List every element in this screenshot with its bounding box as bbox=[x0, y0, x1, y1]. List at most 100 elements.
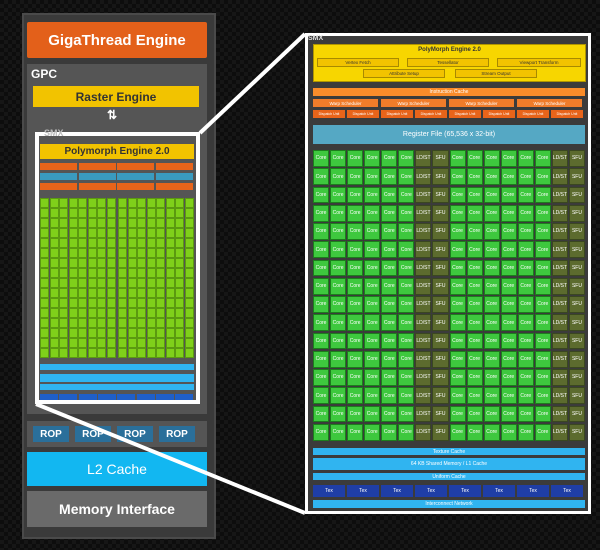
cuda-core: Core bbox=[449, 241, 466, 258]
sfu-unit: SFU bbox=[432, 296, 449, 313]
cuda-core: Core bbox=[534, 204, 551, 222]
cuda-core: Core bbox=[500, 150, 517, 167]
cuda-core: Core bbox=[483, 296, 500, 313]
cuda-core: Core bbox=[347, 223, 364, 240]
cuda-core: Core bbox=[466, 241, 483, 258]
mini-core-cell bbox=[118, 338, 127, 348]
mini-core-cell bbox=[184, 228, 194, 238]
mini-core-cell bbox=[78, 258, 87, 268]
ldst-unit: LD/ST bbox=[551, 186, 568, 204]
mini-core-cell bbox=[165, 208, 175, 218]
cuda-core: Core bbox=[483, 150, 500, 167]
ldst-unit: LD/ST bbox=[551, 387, 568, 404]
ldst-unit: LD/ST bbox=[415, 259, 432, 277]
mini-core-cell bbox=[184, 308, 194, 318]
mini-core-cell bbox=[127, 338, 137, 348]
sfu-unit: SFU bbox=[568, 168, 585, 185]
mini-core-cell bbox=[68, 328, 78, 338]
cuda-core: Core bbox=[398, 277, 415, 295]
mini-core-cell bbox=[137, 218, 146, 228]
texture-unit: Tex bbox=[347, 485, 379, 497]
cuda-core: Core bbox=[466, 296, 483, 313]
cuda-core: Core bbox=[381, 350, 398, 368]
sfu-unit: SFU bbox=[432, 387, 449, 404]
cuda-core: Core bbox=[364, 387, 381, 404]
cuda-core: Core bbox=[500, 350, 517, 368]
mini-core-cell bbox=[156, 348, 165, 358]
cuda-core: Core bbox=[500, 314, 517, 331]
mini-core-cell bbox=[97, 218, 106, 228]
mini-core-cell bbox=[156, 288, 165, 298]
ldst-unit: LD/ST bbox=[415, 204, 432, 222]
mini-core-cell bbox=[118, 318, 127, 328]
mini-core-cell bbox=[184, 198, 194, 208]
uniform-cache-block: Uniform Cache bbox=[313, 473, 585, 480]
mini-core-cell bbox=[97, 238, 106, 248]
mini-scheduler-cell bbox=[155, 173, 193, 180]
cuda-core: Core bbox=[313, 223, 330, 240]
mini-core-cell bbox=[87, 198, 97, 208]
cuda-core: Core bbox=[330, 350, 347, 368]
mini-core-cell bbox=[184, 348, 194, 358]
ldst-unit: LD/ST bbox=[415, 332, 432, 350]
sfu-unit: SFU bbox=[432, 332, 449, 350]
mini-scheduler-cell bbox=[117, 173, 154, 180]
cuda-core: Core bbox=[483, 241, 500, 258]
mini-core-cell bbox=[184, 258, 194, 268]
cuda-core: Core bbox=[347, 332, 364, 350]
ldst-unit: LD/ST bbox=[551, 423, 568, 441]
mini-core-cell bbox=[78, 328, 87, 338]
cuda-core: Core bbox=[330, 150, 347, 167]
cuda-core: Core bbox=[517, 369, 534, 386]
ldst-unit: LD/ST bbox=[415, 314, 432, 331]
cuda-core: Core bbox=[330, 314, 347, 331]
mini-core-cell bbox=[68, 318, 78, 328]
ldst-unit: LD/ST bbox=[551, 204, 568, 222]
mini-core-cell bbox=[137, 318, 146, 328]
mini-core-cell bbox=[156, 228, 165, 238]
mini-core-cell bbox=[68, 218, 78, 228]
cuda-core: Core bbox=[313, 350, 330, 368]
cuda-core: Core bbox=[534, 314, 551, 331]
cuda-core: Core bbox=[500, 223, 517, 240]
polymorph-stage: Stream Output bbox=[455, 69, 537, 78]
mini-core-cell bbox=[127, 218, 137, 228]
mini-cache-bar bbox=[40, 384, 194, 390]
cuda-core: Core bbox=[449, 296, 466, 313]
mini-core-cell bbox=[68, 278, 78, 288]
sfu-unit: SFU bbox=[432, 186, 449, 204]
sfu-unit: SFU bbox=[568, 259, 585, 277]
shared-memory-block: 64 KB Shared Memory / L1 Cache bbox=[313, 458, 585, 470]
cuda-core: Core bbox=[500, 277, 517, 295]
mini-core-cell bbox=[118, 258, 127, 268]
cuda-core: Core bbox=[313, 387, 330, 404]
mini-tex-cell bbox=[117, 394, 136, 400]
warp-scheduler: Warp Scheduler bbox=[381, 99, 446, 107]
ldst-unit: LD/ST bbox=[551, 223, 568, 240]
mini-core-cell bbox=[156, 268, 165, 278]
sfu-unit: SFU bbox=[568, 369, 585, 386]
mini-core-cell bbox=[127, 228, 137, 238]
sfu-unit: SFU bbox=[568, 150, 585, 167]
warp-scheduler: Warp Scheduler bbox=[313, 99, 378, 107]
mini-core-cell bbox=[118, 218, 127, 228]
mini-core-cell bbox=[49, 258, 59, 268]
mini-core-cell bbox=[175, 308, 184, 318]
cuda-core: Core bbox=[381, 259, 398, 277]
mini-core-cell bbox=[78, 228, 87, 238]
cuda-core: Core bbox=[347, 204, 364, 222]
cuda-core: Core bbox=[330, 168, 347, 185]
cuda-core: Core bbox=[500, 423, 517, 441]
mini-core-cell bbox=[40, 308, 49, 318]
mini-core-cell bbox=[146, 198, 156, 208]
mini-core-cell bbox=[175, 248, 184, 258]
mini-core-cell bbox=[165, 308, 175, 318]
cuda-core: Core bbox=[517, 259, 534, 277]
cuda-core: Core bbox=[449, 405, 466, 423]
mini-core-cell bbox=[78, 348, 87, 358]
ldst-unit: LD/ST bbox=[551, 277, 568, 295]
mini-core-grid-left bbox=[40, 198, 116, 360]
mini-core-cell bbox=[49, 308, 59, 318]
